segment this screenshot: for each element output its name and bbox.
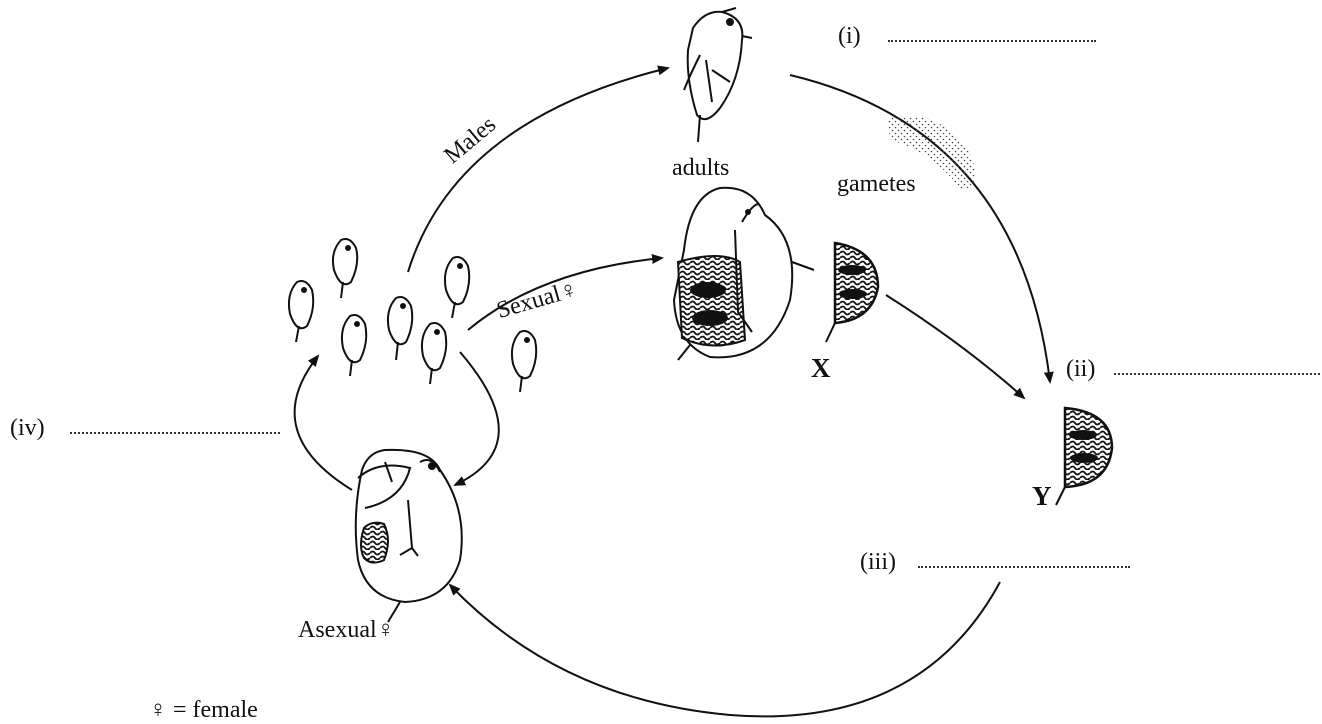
offspring-3 [287,280,315,343]
offspring-4 [386,296,414,361]
arrow-sexual [467,254,664,331]
answer-line-i[interactable] [888,40,1096,42]
blank-label-iv: (iv) [10,415,45,441]
dash-to-x [791,261,815,271]
adult-male-drawing [683,7,753,143]
label-asexual-female: Asexual♀ [298,617,395,643]
blank-label-iii: (iii) [860,549,896,575]
offspring-2 [443,256,471,319]
label-gametes: gametes [837,171,916,197]
answer-line-iv[interactable] [70,432,280,434]
asexual-female-drawing [354,448,463,623]
arrow-right-loop [453,351,500,486]
offspring-6 [420,322,448,385]
sexual-female-drawing [672,186,794,361]
answer-line-iii[interactable] [918,566,1130,568]
blank-label-ii: (ii) [1066,356,1096,382]
label-y: Y [1032,481,1052,511]
offspring-5 [340,314,368,377]
label-x: X [811,353,831,383]
answer-line-ii[interactable] [1114,373,1320,375]
zygote-y [1055,406,1114,506]
resting-egg-x [825,241,880,343]
gametes-cloud [888,116,976,190]
offspring-7 [510,330,538,393]
arrow-bottom-return [448,581,1001,718]
label-adults: adults [672,155,730,181]
arrow-left-loop [293,354,353,491]
offspring-cluster [287,238,538,393]
offspring-1 [331,238,359,299]
blank-label-i: (i) [838,23,861,49]
key-female-symbol: ♀ = female [149,697,258,723]
arrow-males [407,65,670,273]
arrow-x-to-y [885,294,1026,400]
